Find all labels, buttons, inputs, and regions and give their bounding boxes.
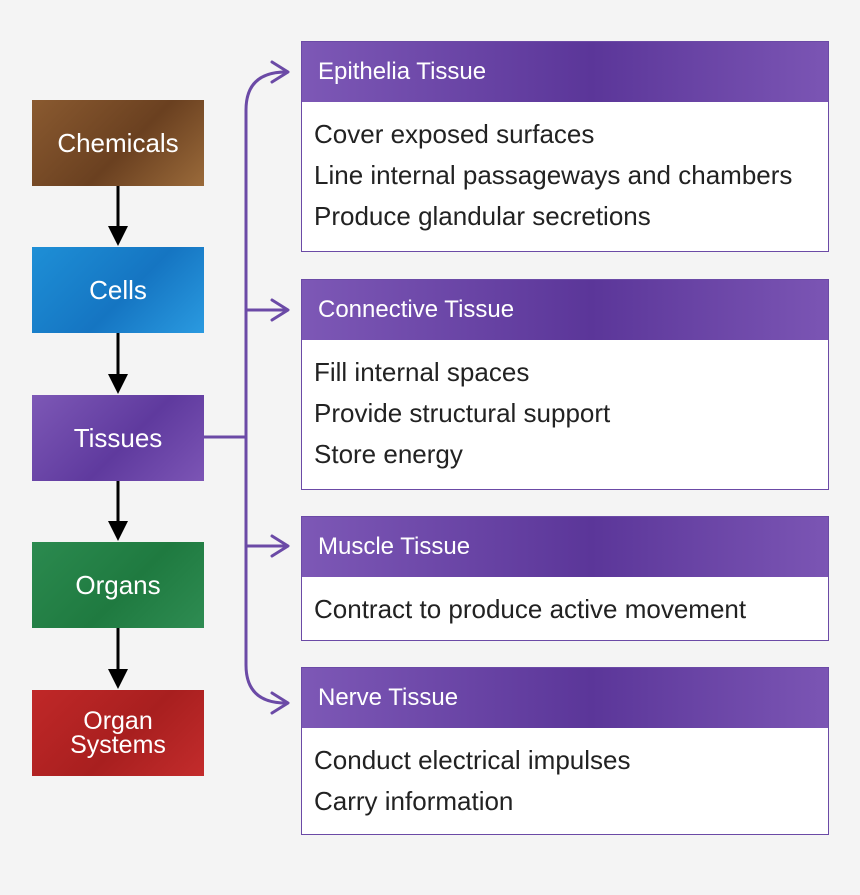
card-item: Provide structural support [314, 398, 611, 428]
arrowhead-epithelia [270, 60, 290, 84]
level-label: Chemicals [57, 128, 179, 158]
card-body: Fill internal spaces Provide structural … [302, 340, 828, 475]
card-item: Cover exposed surfaces [314, 119, 595, 149]
level-organs: Organs [32, 542, 204, 628]
arrowhead-nerve [270, 691, 290, 715]
level-label: Organs [75, 570, 161, 600]
tissue-branch-arrows [202, 70, 288, 705]
card-body: Conduct electrical impulses Carry inform… [302, 728, 828, 822]
card-item: Contract to produce active movement [314, 594, 747, 624]
level-cells: Cells [32, 247, 204, 333]
level-label: Cells [89, 275, 147, 305]
level-chemicals: Chemicals [32, 100, 204, 186]
card-title: Connective Tissue [302, 280, 828, 340]
arrowhead-muscle [270, 534, 290, 558]
tissue-card-epithelia: Epithelia Tissue Cover exposed surfaces … [301, 41, 829, 252]
tissue-card-connective: Connective Tissue Fill internal spaces P… [301, 279, 829, 490]
card-item: Conduct electrical impulses [314, 745, 631, 775]
level-tissues: Tissues [32, 395, 204, 481]
level-arrows [108, 186, 128, 689]
card-item: Produce glandular secretions [314, 201, 651, 231]
level-organ-systems: Organ Systems [32, 690, 204, 776]
card-title: Epithelia Tissue [302, 42, 828, 102]
arrowhead-connective [270, 298, 290, 322]
level-label: Organ Systems [70, 707, 166, 759]
card-body: Cover exposed surfaces Line internal pas… [302, 102, 828, 237]
branch-trunk [244, 70, 288, 705]
card-title: Muscle Tissue [302, 517, 828, 577]
tissue-card-nerve: Nerve Tissue Conduct electrical impulses… [301, 667, 829, 835]
card-item: Store energy [314, 439, 463, 469]
card-body: Contract to produce active movement [302, 577, 828, 630]
card-item: Carry information [314, 786, 514, 816]
card-title: Nerve Tissue [302, 668, 828, 728]
branch-arrowheads [270, 60, 290, 715]
card-item: Fill internal spaces [314, 357, 530, 387]
card-item: Line internal passageways and chambers [314, 160, 793, 190]
level-label: Tissues [73, 423, 163, 453]
tissue-card-muscle: Muscle Tissue Contract to produce active… [301, 516, 829, 641]
